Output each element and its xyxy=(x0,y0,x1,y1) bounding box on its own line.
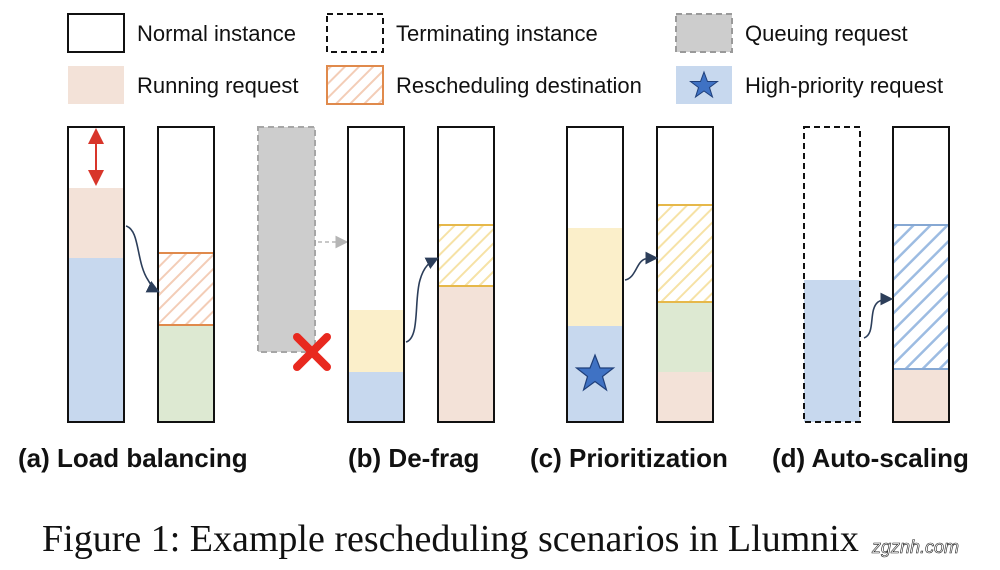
figure-caption: Figure 1: Example rescheduling scenarios… xyxy=(42,518,859,560)
watermark: zgznh.com xyxy=(871,537,959,557)
instance-destination xyxy=(157,126,215,423)
instance-terminating xyxy=(803,126,861,423)
scenario-label-de-frag: (b) De-frag xyxy=(348,443,479,473)
legend-label-queuing-request: Queuing request xyxy=(745,21,908,46)
scenario-auto-scaling: (d) Auto-scaling xyxy=(772,126,969,473)
legend-label-normal-instance: Normal instance xyxy=(137,21,296,46)
star-icon xyxy=(574,353,616,392)
legend-swatch-terminating-instance xyxy=(326,13,384,53)
legend-swatch-normal-instance xyxy=(67,13,125,53)
scenario-label-auto-scaling: (d) Auto-scaling xyxy=(772,443,969,473)
star-icon xyxy=(689,70,719,99)
instance-destination xyxy=(437,126,495,423)
scenario-prioritization: (c) Prioritization xyxy=(530,126,728,473)
scenario-de-frag: (b) De-frag xyxy=(257,126,495,473)
scenario-label-prioritization: (c) Prioritization xyxy=(530,443,728,473)
instance-source xyxy=(566,126,624,423)
scenario-load-balancing: (a) Load balancing xyxy=(18,126,248,473)
legend-swatch-rescheduling-destination xyxy=(326,65,384,105)
legend-label-high-priority-request: High-priority request xyxy=(745,73,943,98)
legend: Normal instance Terminating instance Que… xyxy=(67,13,943,105)
migration-arrow xyxy=(405,257,439,343)
instance-destination xyxy=(656,126,714,423)
close-icon xyxy=(293,333,331,371)
migration-arrow xyxy=(624,251,659,281)
instance-source xyxy=(67,126,125,423)
queuing-request-block xyxy=(257,126,316,353)
legend-label-rescheduling-destination: Rescheduling destination xyxy=(396,73,642,98)
legend-swatch-queuing-request xyxy=(675,13,733,53)
scenario-label-load-balancing: (a) Load balancing xyxy=(18,443,248,473)
migration-arrow xyxy=(125,225,160,293)
instance-destination xyxy=(892,126,950,423)
legend-label-running-request: Running request xyxy=(137,73,298,98)
migration-arrow xyxy=(863,292,894,339)
instance-source xyxy=(347,126,405,423)
legend-label-terminating-instance: Terminating instance xyxy=(396,21,598,46)
legend-swatch-running-request xyxy=(68,66,124,104)
